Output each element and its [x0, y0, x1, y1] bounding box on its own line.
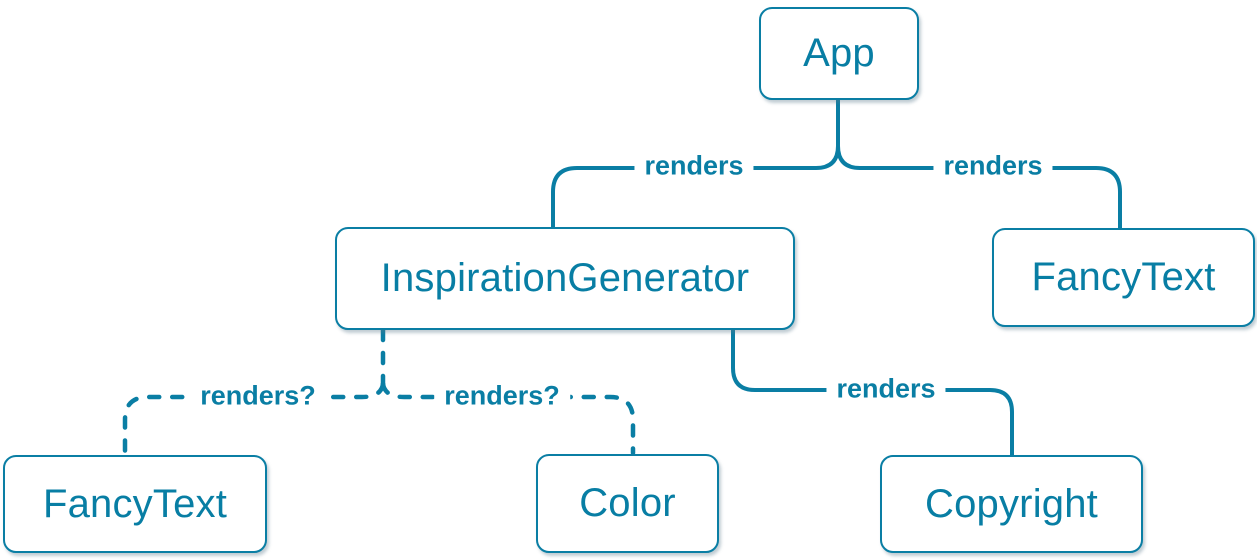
edge-label-renders-app-inspiration: renders	[634, 150, 754, 182]
node-fancy-text-bottom: FancyText	[3, 455, 267, 553]
node-fancy-text-top: FancyText	[992, 228, 1255, 327]
node-color: Color	[536, 454, 719, 553]
node-app: App	[759, 7, 919, 100]
node-copyright: Copyright	[880, 455, 1143, 553]
edge-label-renders-maybe-color: renders?	[434, 380, 570, 412]
edge-app-to-fancy-text	[836, 144, 1122, 230]
node-inspiration-generator: InspirationGenerator	[335, 227, 795, 330]
edge-inspiration-generator-to-color-dashed	[380, 381, 636, 456]
edge-label-renders-app-fancy-text: renders	[933, 150, 1053, 182]
edge-inspiration-generator-to-fancy-text-dashed	[122, 381, 386, 458]
edge-label-renders-copyright: renders	[826, 373, 946, 405]
edge-label-renders-maybe-fancy-text: renders?	[190, 380, 326, 412]
